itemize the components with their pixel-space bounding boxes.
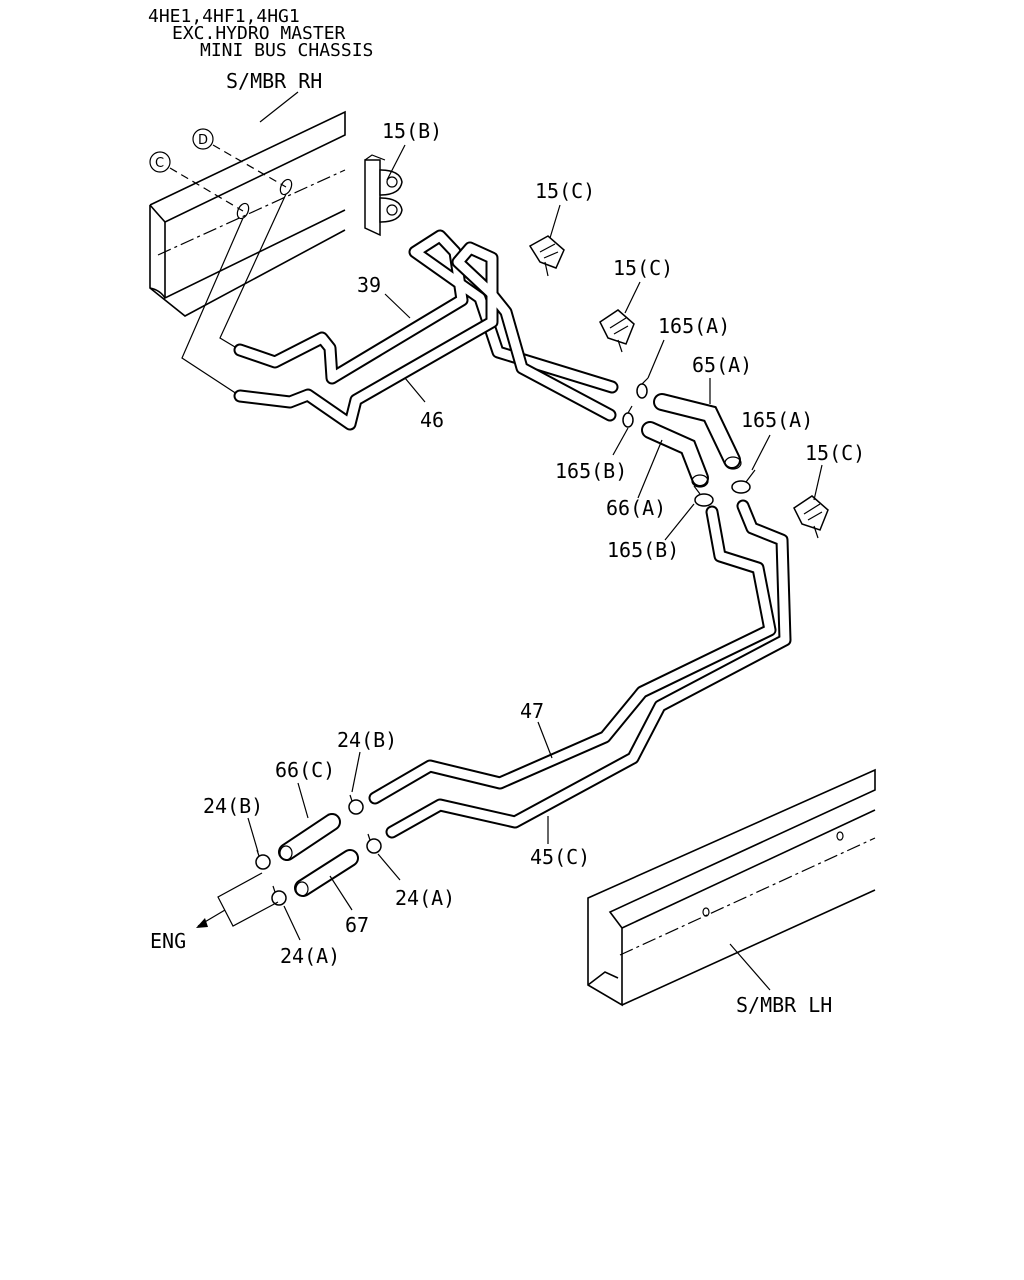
header-line-3: MINI BUS CHASSIS <box>200 40 373 61</box>
side-member-lh <box>587 768 876 1007</box>
label-24b-2: 24(B) <box>203 794 263 818</box>
label-15c-3: 15(C) <box>805 441 865 465</box>
clamp-24a-2 <box>271 885 287 906</box>
label-15c-1: 15(C) <box>535 179 595 203</box>
pipe-45c <box>385 499 792 839</box>
hose-66a <box>641 421 709 488</box>
label-165b-1: 165(B) <box>555 459 627 483</box>
label-66c: 66(C) <box>275 758 335 782</box>
clamp-165a-2 <box>731 469 756 494</box>
ref-c-letter: C <box>155 156 164 171</box>
label-165a-1: 165(A) <box>658 314 730 338</box>
hose-67 <box>294 849 359 897</box>
pipe-47 <box>368 505 777 805</box>
clip-15c-3 <box>793 495 829 539</box>
pipe-46 <box>233 241 617 431</box>
label-165b-2: 165(B) <box>607 538 679 562</box>
clip-15c-2 <box>599 309 635 353</box>
label-45c: 45(C) <box>530 845 590 869</box>
clamp-165b-2 <box>693 485 714 507</box>
clamp-24b-2 <box>255 849 271 870</box>
reference-c: C <box>149 151 244 212</box>
reference-d: D <box>192 128 287 188</box>
clamp-24b-1 <box>348 794 364 815</box>
label-24b-1: 24(B) <box>337 728 397 752</box>
clamp-165b-1 <box>622 405 634 428</box>
label-67: 67 <box>345 913 369 937</box>
label-smbr-lh: S/MBR LH <box>736 993 832 1017</box>
label-24a-1: 24(A) <box>395 886 455 910</box>
hose-65a <box>653 393 742 470</box>
label-24a-2: 24(A) <box>280 944 340 968</box>
label-smbr-rh: S/MBR RH <box>226 69 322 93</box>
label-66a: 66(A) <box>606 496 666 520</box>
side-member-rh <box>149 91 346 317</box>
label-15b: 15(B) <box>382 119 442 143</box>
label-15c-2: 15(C) <box>613 256 673 280</box>
label-47: 47 <box>520 699 544 723</box>
clip-15c-1 <box>528 235 565 277</box>
label-65a: 65(A) <box>692 353 752 377</box>
clamp-24a-1 <box>366 833 382 854</box>
label-eng: ENG <box>150 929 186 953</box>
label-46: 46 <box>420 408 444 432</box>
hose-66c <box>278 813 341 861</box>
eng-arrow <box>196 872 279 928</box>
pipe-39 <box>233 229 619 394</box>
ref-d-letter: D <box>198 133 208 148</box>
header-line-1: 4HE1,4HF1,4HG1 <box>148 6 300 27</box>
clamp-165a-1 <box>636 377 649 399</box>
leader-lines <box>247 144 823 941</box>
label-39: 39 <box>357 273 381 297</box>
label-165a-2: 165(A) <box>741 408 813 432</box>
header-line-2: EXC.HYDRO MASTER <box>172 23 346 44</box>
bracket-15b <box>364 154 403 237</box>
